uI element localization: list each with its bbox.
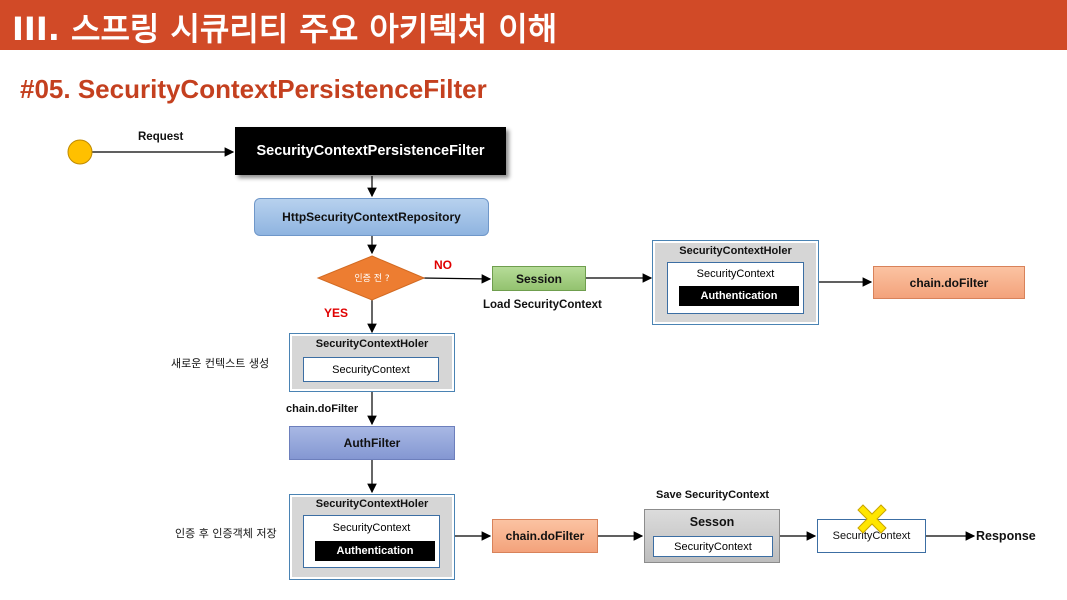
persistence-filter-box: SecurityContextPersistenceFilter — [235, 127, 506, 175]
yes-label: YES — [324, 306, 349, 320]
auth-filter-box: AuthFilter — [289, 426, 455, 460]
chain-mid-label: chain.doFilter — [286, 403, 359, 415]
save-context-label: Save SecurityContext — [656, 489, 770, 501]
save-after-auth-label: 인증 후 인증객체 저장 — [175, 527, 277, 540]
holder-bottom-title: SecurityContextHoler — [315, 498, 429, 510]
holder-top-context: SecurityContext — [696, 268, 775, 280]
holder-bottom: SecurityContextHoler SecurityContext Aut… — [289, 494, 455, 580]
sesson-context: SecurityContext — [653, 536, 773, 557]
no-label: NO — [434, 258, 452, 272]
decision-diamond — [316, 255, 426, 301]
header-bar — [0, 0, 1067, 50]
decision-label: 인증 전 ? — [354, 274, 390, 284]
sesson-title: Sesson — [689, 515, 735, 529]
repository-box: HttpSecurityContextRepository — [254, 198, 489, 236]
holder-top: SecurityContextHoler SecurityContext Aut… — [652, 240, 819, 325]
new-context-label: 새로운 컨텍스트 생성 — [171, 357, 270, 370]
sesson-box: Sesson SecurityContext — [644, 509, 780, 563]
response-label: Response — [976, 529, 1036, 543]
clear-x-icon — [857, 504, 887, 534]
holder-mid-title: SecurityContextHoler — [315, 338, 429, 350]
holder-top-title: SecurityContextHoler — [679, 245, 792, 257]
holder-mid-context: SecurityContext — [303, 357, 439, 382]
holder-bottom-context: SecurityContext — [332, 522, 411, 534]
holder-top-inner: SecurityContext Authentication — [667, 262, 804, 314]
holder-bottom-auth: Authentication — [315, 541, 435, 561]
holder-top-auth: Authentication — [679, 286, 799, 306]
load-context-label: Load SecurityContext — [483, 299, 602, 311]
chain-dofilter-bottom: chain.doFilter — [492, 519, 598, 553]
request-label: Request — [138, 131, 184, 143]
holder-bottom-inner: SecurityContext Authentication — [303, 515, 440, 568]
session-box: Session — [492, 266, 586, 291]
slide-subtitle: #05. SecurityContextPersistenceFilter — [20, 74, 487, 104]
holder-mid: SecurityContextHoler SecurityContext — [289, 333, 455, 392]
slide-title: III. 스프링 시큐리티 주요 아키텍처 이해 — [12, 10, 558, 48]
chain-dofilter-right: chain.doFilter — [873, 266, 1025, 299]
start-node — [67, 139, 93, 165]
